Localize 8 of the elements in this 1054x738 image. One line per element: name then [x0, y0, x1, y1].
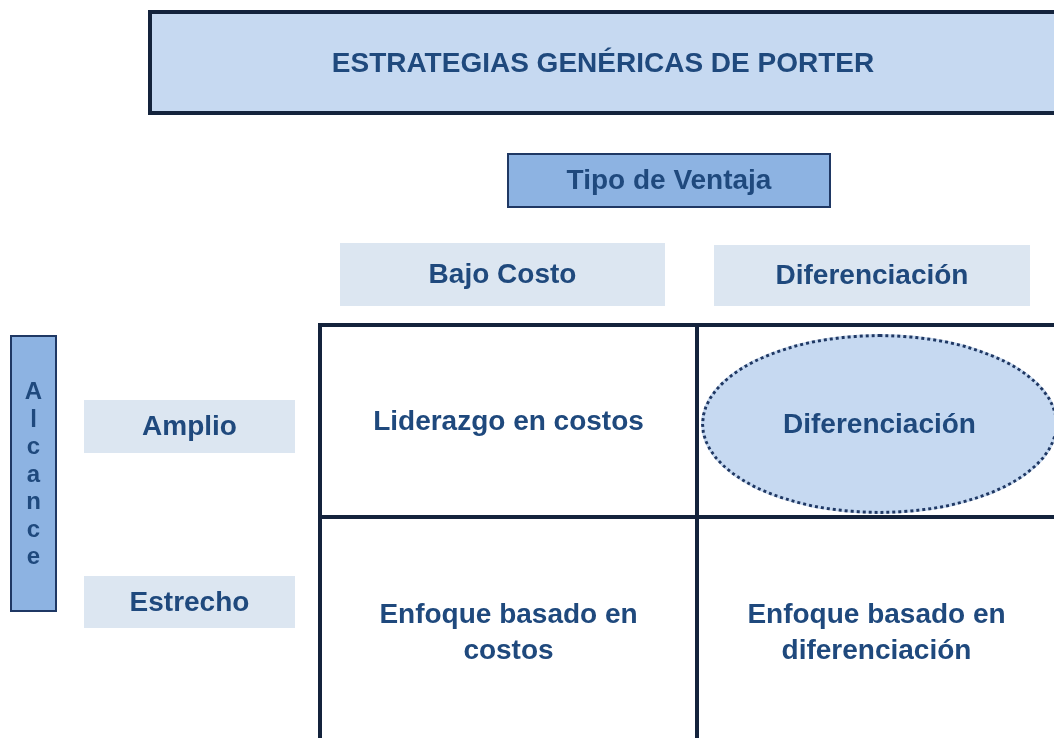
header-box: Tipo de Ventaja [507, 153, 831, 208]
row-header: Estrecho [84, 576, 295, 628]
axis-label-box: Alcance [10, 335, 57, 612]
column-header: Bajo Costo [340, 243, 665, 306]
column-header: Diferenciación [714, 245, 1030, 306]
highlight-ellipse: Diferenciación [701, 334, 1054, 514]
row-header: Amplio [84, 400, 295, 453]
title-banner: ESTRATEGIAS GENÉRICAS DE PORTER [148, 10, 1054, 115]
